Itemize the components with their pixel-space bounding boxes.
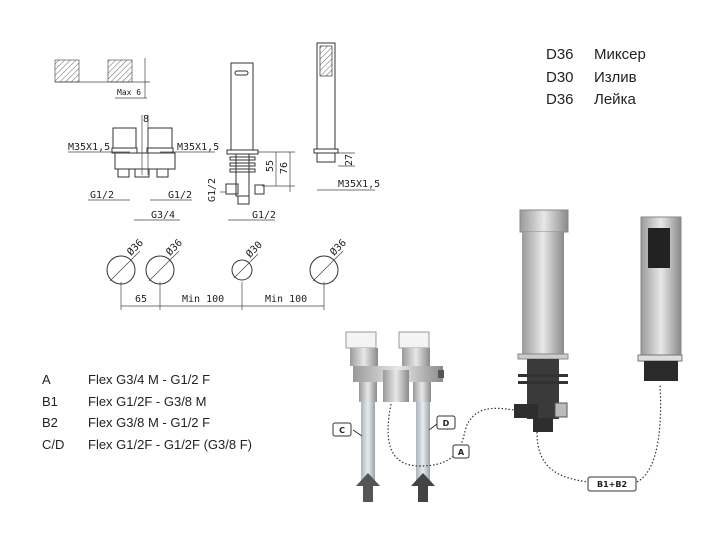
dia-36-2: Ø36 [164,237,185,258]
svg-text:A: A [458,448,465,457]
hole-layout: Ø36 Ø36 Ø30 Ø36 65 Min 100 Min 100 [106,237,349,310]
dim-g34: G3/4 [151,210,175,221]
callout-a: A [452,444,470,459]
mixer-render [345,331,444,502]
deck-thickness-drawing: Max 6 [54,58,150,99]
dia-36-1: Ø36 [125,237,146,258]
dim-m35-right: M35X1,5 [177,142,219,153]
dim-g12-right: G1/2 [168,190,192,201]
callout-b1-b2: B1+B2 [587,476,637,492]
dim-m35-left: M35X1,5 [68,142,110,153]
dim-spout-g12-side: G1/2 [207,178,218,202]
dim-27: 27 [344,154,355,166]
hand-shower-drawing: 27 M35X1,5 [313,42,380,191]
dim-spout-g12-bottom: G1/2 [252,210,276,221]
max-6-label: Max 6 [117,88,141,97]
spout-drawing: 55 76 G1/2 G1/2 [207,62,295,221]
svg-text:C: C [339,426,345,435]
dim-76: 76 [279,162,290,174]
hand-shower-render [637,216,683,381]
callout-c: C [332,422,352,437]
dim-8: 8 [143,114,149,125]
svg-text:B1+B2: B1+B2 [597,480,627,489]
dim-55: 55 [265,160,276,172]
connections [387,384,662,483]
dim-g12-left: G1/2 [90,190,114,201]
dim-min100-1: Min 100 [182,294,224,305]
dim-65: 65 [135,294,147,305]
dim-min100-2: Min 100 [265,294,307,305]
dim-shower-m35: M35X1,5 [338,179,380,190]
mixer-drawing: 8 M35X1,5 M35X1,5 G1/2 G1/2 G3/4 [68,114,219,221]
callout-d: D [436,415,456,430]
dia-36-3: Ø36 [328,237,349,258]
svg-text:D: D [443,419,450,428]
spout-render [514,209,569,432]
dia-30: Ø30 [244,239,265,260]
